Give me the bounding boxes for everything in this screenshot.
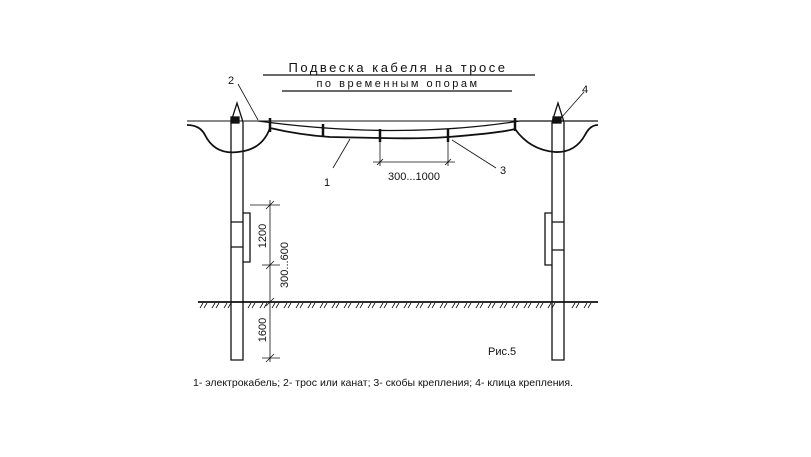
figure-label: Рис.5 bbox=[488, 346, 516, 358]
diagram-title: Подвеска кабеля на тросе bbox=[289, 60, 508, 75]
right-pole bbox=[544, 100, 565, 361]
leader-3 bbox=[451, 139, 497, 169]
caption: 1- электрокабель; 2- трос или канат; 3- … bbox=[193, 377, 573, 389]
ground-hatching bbox=[199, 302, 592, 309]
left-pole bbox=[230, 100, 251, 361]
vertical-dimension bbox=[250, 200, 280, 363]
bracket-spacing-label: 300...1000 bbox=[388, 171, 440, 183]
label-rope: 2 bbox=[228, 75, 234, 87]
label-cable: 1 bbox=[324, 177, 330, 189]
rope bbox=[257, 120, 598, 132]
leader-2 bbox=[237, 83, 259, 121]
brackets bbox=[268, 118, 517, 142]
dim-buried-label: 1600 bbox=[257, 318, 269, 342]
dim-upper-label: 1200 bbox=[257, 224, 269, 248]
dim-middle-label: 300...600 bbox=[279, 242, 291, 288]
bracket-spacing-dimension bbox=[373, 142, 455, 166]
leader-4 bbox=[560, 91, 585, 119]
leader-1 bbox=[332, 138, 351, 169]
label-brackets: 3 bbox=[500, 165, 506, 177]
label-clamp: 4 bbox=[582, 84, 588, 96]
diagram-subtitle: по временным опорам bbox=[316, 78, 479, 90]
cable bbox=[186, 124, 599, 154]
